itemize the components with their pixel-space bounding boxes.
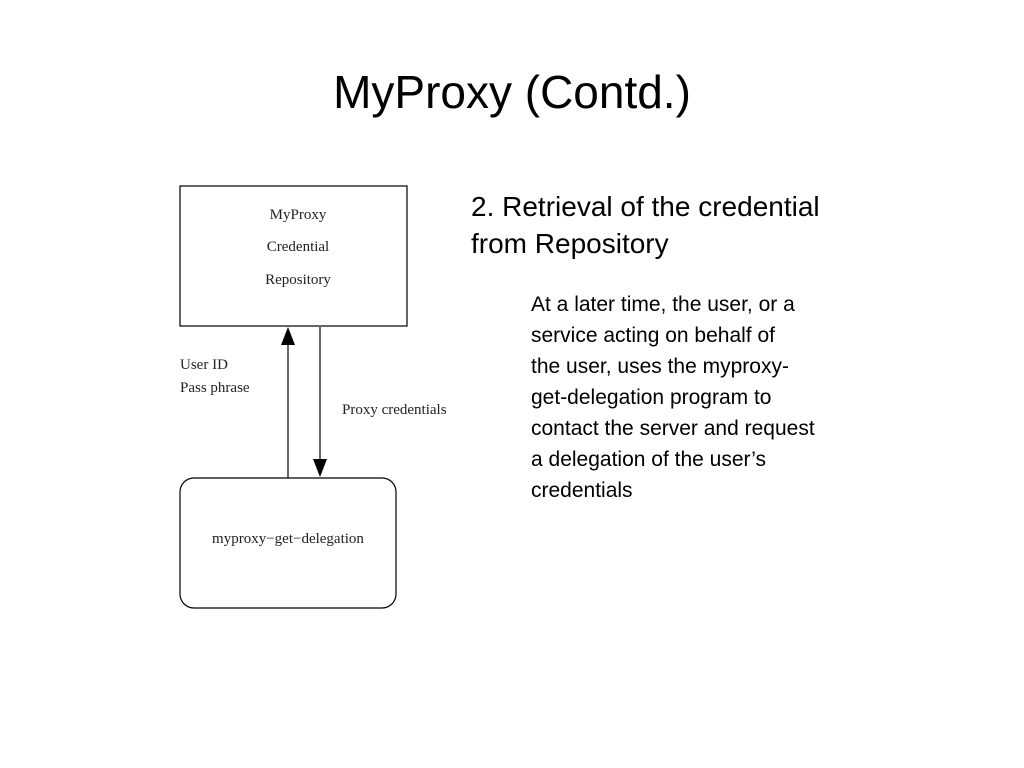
client-box-label: myproxy−get−delegation: [212, 531, 364, 547]
description-paragraph: At a later time, the user, or a service …: [531, 289, 911, 506]
body-line-4: get-delegation program to: [531, 386, 772, 409]
response-arrowhead: [313, 459, 327, 477]
pass-phrase-label: Pass phrase: [180, 380, 250, 396]
body-line-5: contact the server and request: [531, 417, 815, 440]
slide-title: MyProxy (Contd.): [333, 66, 691, 118]
repository-line-3: Repository: [265, 272, 331, 288]
heading-line-2: from Repository: [471, 228, 669, 259]
body-line-6: a delegation of the user’s: [531, 448, 767, 471]
request-arrowhead: [281, 327, 295, 345]
myproxy-repository-box: MyProxy Credential Repository: [179, 185, 408, 327]
myproxy-get-delegation-box: myproxy−get−delegation: [179, 477, 397, 609]
section-heading: 2. Retrieval of the credential from Repo…: [471, 188, 931, 262]
body-line-3: the user, uses the myproxy-: [531, 355, 789, 378]
body-line-1: At a later time, the user, or a: [531, 293, 795, 316]
body-line-7: credentials: [531, 479, 633, 502]
request-arrow: [281, 327, 295, 478]
heading-line-1: 2. Retrieval of the credential: [471, 191, 820, 222]
repository-line-1: MyProxy: [270, 207, 327, 223]
body-line-2: service acting on behalf of: [531, 324, 775, 347]
user-id-label: User ID: [180, 357, 228, 373]
proxy-credentials-label: Proxy credentials: [342, 402, 447, 418]
repository-line-2: Credential: [267, 239, 329, 255]
response-arrow: [313, 327, 327, 477]
